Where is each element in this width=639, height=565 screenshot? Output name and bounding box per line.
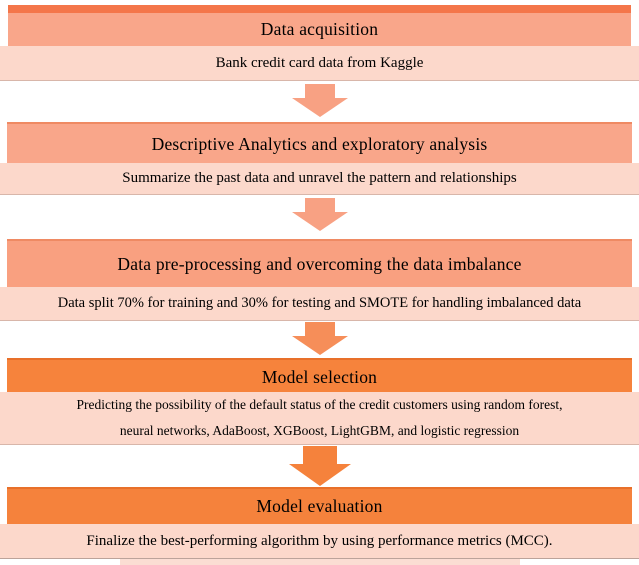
- stage-header-model-selection: Model selection: [7, 358, 632, 394]
- down-arrow-icon: [291, 322, 348, 355]
- top-edge-strip: [8, 5, 631, 13]
- arrow-stem: [304, 84, 335, 98]
- arrow-head: [288, 464, 351, 486]
- stage-header-data-preprocessing: Data pre-processing and overcoming the d…: [7, 239, 632, 288]
- bottom-edge-remnant: [120, 559, 520, 565]
- arrow-head: [291, 98, 348, 117]
- title-clip: Data pre-processing and overcoming the d…: [117, 254, 521, 275]
- stage-description-line-1: Predicting the possibility of the defaul…: [76, 397, 563, 412]
- stage-title: Model evaluation: [256, 496, 383, 516]
- stage-header-model-evaluation: Model evaluation: [7, 487, 632, 524]
- stage-description: Data split 70% for training and 30% for …: [57, 295, 582, 311]
- arrow-stem: [302, 446, 337, 464]
- stage-title: Data pre-processing and overcoming the d…: [117, 254, 522, 274]
- stage-title: Data acquisition: [260, 19, 379, 39]
- down-arrow-icon: [291, 84, 348, 117]
- stage-description-bar: Data split 70% for training and 30% for …: [0, 287, 639, 321]
- stage-description: Bank credit card data from Kaggle: [215, 54, 424, 71]
- stage-title: Model selection: [261, 366, 378, 387]
- down-arrow-icon: [288, 446, 351, 486]
- stage-title: Descriptive Analytics and exploratory an…: [151, 134, 488, 154]
- stage-description-bar: Finalize the best-performing algorithm b…: [0, 524, 639, 559]
- arrow-stem: [304, 322, 335, 336]
- stage-description-bar: Predicting the possibility of the defaul…: [0, 392, 639, 445]
- stage-description-line-2: neural networks, AdaBoost, XGBoost, Ligh…: [119, 423, 520, 438]
- stage-description: Summarize the past data and unravel the …: [122, 170, 517, 186]
- stage-header-descriptive-analytics: Descriptive Analytics and exploratory an…: [7, 122, 632, 165]
- stage-description-bar: Bank credit card data from Kaggle: [0, 46, 639, 81]
- arrow-head: [291, 336, 348, 355]
- down-arrow-icon: [291, 198, 348, 231]
- arrow-stem: [304, 198, 335, 212]
- stage-header-data-acquisition: Data acquisition: [8, 13, 631, 46]
- arrow-head: [291, 212, 348, 231]
- stage-description-bar: Summarize the past data and unravel the …: [0, 163, 639, 195]
- stage-description: Finalize the best-performing algorithm b…: [86, 532, 553, 549]
